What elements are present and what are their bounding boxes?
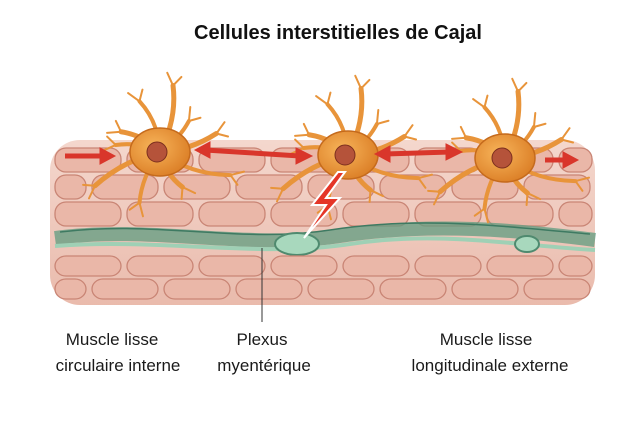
muscle-cell <box>486 201 554 227</box>
nucleus <box>491 147 513 169</box>
muscle-cell <box>523 278 591 300</box>
muscle-cell <box>558 255 593 277</box>
nucleus <box>146 141 168 163</box>
label-plexus-line1: Plexus <box>236 330 288 349</box>
label-longitudinal-line1: Muscle lisse <box>439 330 533 349</box>
signal-arrows <box>65 141 580 169</box>
arrow-right-icon <box>545 151 580 169</box>
muscle-cell <box>342 201 410 227</box>
muscle-cell <box>163 174 231 200</box>
muscle-cell <box>54 174 87 200</box>
myenteric-plexus-band <box>54 221 596 256</box>
muscle-cell <box>91 278 159 300</box>
muscle-cell <box>307 278 375 300</box>
muscle-cell <box>198 201 266 227</box>
diagram-title: Cellules interstitielles de Cajal <box>194 22 482 44</box>
muscle-cell <box>414 255 482 277</box>
arrow-bidirectional-icon <box>373 143 464 163</box>
label-circular-line2: circulaire interne <box>55 356 181 375</box>
muscle-cell <box>54 201 122 227</box>
muscle-cell <box>235 174 303 200</box>
longitudinal-muscle-layer <box>54 255 593 300</box>
arrow-bidirectional-icon <box>193 141 314 165</box>
muscle-cell <box>558 201 593 227</box>
muscle-cell <box>342 255 410 277</box>
muscle-cell <box>235 278 303 300</box>
label-plexus-line2: myentérique <box>217 356 311 375</box>
muscle-cell <box>126 201 194 227</box>
muscle-cell <box>54 278 87 300</box>
icc-cell <box>82 71 246 218</box>
muscle-cell <box>486 255 554 277</box>
ganglion <box>514 235 540 253</box>
muscle-cell <box>379 278 447 300</box>
muscle-cell <box>54 255 122 277</box>
muscle-cell <box>451 278 519 300</box>
label-longitudinal-line2: longitudinale externe <box>411 356 569 375</box>
label-circular-line1: Muscle lisse <box>65 330 159 349</box>
muscle-cell <box>126 255 194 277</box>
arrow-right-icon <box>65 147 117 165</box>
lightning-bolt-icon <box>303 171 347 239</box>
ganglion <box>274 232 320 256</box>
muscle-cell <box>163 278 231 300</box>
icc-cells <box>82 71 591 224</box>
muscle-cell <box>270 255 338 277</box>
muscle-cell <box>198 255 266 277</box>
icc-cell <box>427 77 591 224</box>
nucleus <box>334 144 356 166</box>
muscle-cell <box>54 147 122 173</box>
